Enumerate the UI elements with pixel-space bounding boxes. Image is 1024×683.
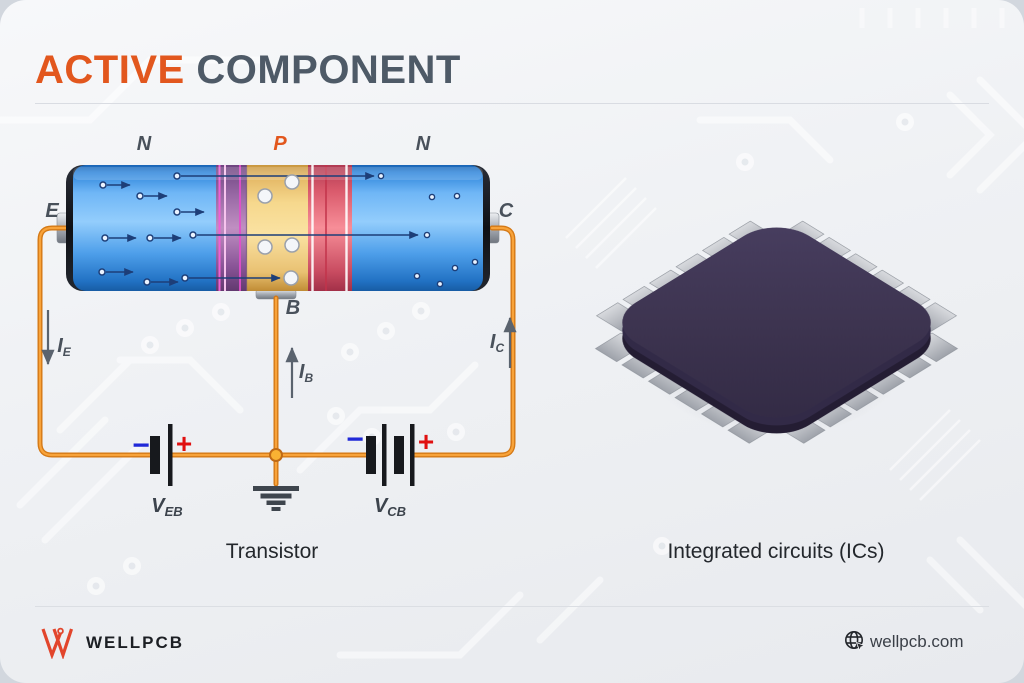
chip-top-face bbox=[603, 215, 950, 430]
chip-stage bbox=[589, 200, 964, 470]
battery-cb-minus-sign: − bbox=[346, 423, 364, 456]
current-label-ic: IC bbox=[489, 331, 505, 355]
ic-caption: Integrated circuits (ICs) bbox=[667, 540, 885, 563]
region-label-n-left: N bbox=[136, 133, 152, 155]
transistor-circuit bbox=[37, 212, 517, 511]
terminal-label-base: B bbox=[285, 297, 301, 319]
terminal-label-collector: C bbox=[498, 200, 514, 222]
title-divider bbox=[35, 103, 989, 104]
battery-label-vcb: VCB bbox=[373, 495, 407, 519]
title-accent: ACTIVE bbox=[35, 48, 185, 92]
npn-transistor-body bbox=[66, 165, 490, 291]
battery-eb-plus-sign: + bbox=[175, 428, 193, 459]
transistor-caption: Transistor bbox=[225, 540, 319, 563]
terminal-label-emitter: E bbox=[45, 200, 59, 222]
globe-icon bbox=[845, 631, 866, 652]
page-title: ACTIVE COMPONENT bbox=[35, 48, 461, 93]
battery-label-veb: VEB bbox=[151, 495, 183, 519]
website-url: wellpcb.com bbox=[870, 632, 964, 651]
brand-name: WELLPCB bbox=[86, 633, 185, 652]
current-label-ie: IE bbox=[57, 335, 71, 359]
battery-cb-plus-sign: + bbox=[417, 426, 435, 457]
current-label-ib: IB bbox=[298, 361, 314, 385]
region-label-n-right: N bbox=[415, 133, 431, 155]
wellpcb-logo-icon bbox=[41, 627, 74, 659]
region-label-p: P bbox=[273, 133, 287, 155]
battery-eb-minus-sign: − bbox=[132, 429, 150, 462]
footer-divider bbox=[35, 606, 989, 607]
title-rest: COMPONENT bbox=[196, 48, 461, 92]
